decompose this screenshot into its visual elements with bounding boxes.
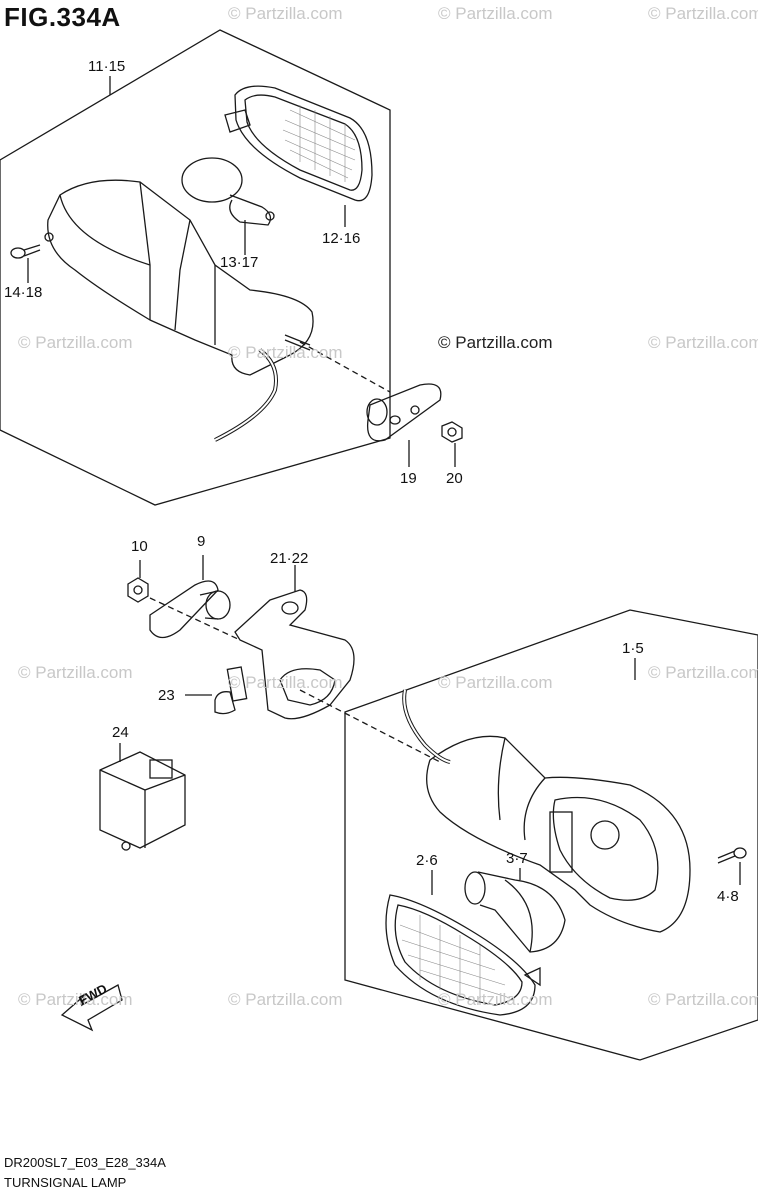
relay-24: [99, 751, 186, 851]
part-label-19[interactable]: 19: [400, 470, 417, 487]
part-label-3-7[interactable]: 3·7: [506, 850, 528, 867]
gasket-19: [366, 383, 442, 442]
fwd-arrow-shape: [60, 984, 123, 1032]
watermark: © Partzilla.com: [648, 663, 758, 682]
watermark: © Partzilla.com: [18, 333, 133, 352]
part-label-10[interactable]: 10: [131, 538, 148, 555]
part-label-13-17[interactable]: 13·17: [220, 254, 259, 271]
watermark: © Partzilla.com: [438, 4, 553, 23]
lower-assembly-box: [344, 609, 758, 1061]
part-label-21-22[interactable]: 21·22: [270, 550, 309, 567]
watermark: © Partzilla.com: [228, 4, 343, 23]
nut-10: [127, 577, 149, 603]
watermark-center: © Partzilla.com: [438, 333, 553, 352]
part-label-1-5[interactable]: 1·5: [622, 640, 644, 657]
part-label-14-18[interactable]: 14·18: [4, 284, 43, 301]
figure-title: FIG.334A: [4, 2, 121, 32]
lower-lens: [385, 894, 541, 1016]
upper-lens: [224, 85, 373, 202]
watermark: © Partzilla.com: [18, 663, 133, 682]
nut-20: [441, 421, 463, 443]
watermark: © Partzilla.com: [648, 333, 758, 352]
upper-bulb: [181, 157, 275, 226]
lower-housing: [426, 735, 691, 933]
watermark: © Partzilla.com: [228, 343, 343, 362]
bracket-21-22: [234, 589, 355, 720]
watermark: © Partzilla.com: [648, 4, 758, 23]
gasket-9: [149, 580, 231, 639]
watermark: © Partzilla.com: [228, 990, 343, 1009]
upper-housing: [44, 179, 314, 376]
watermark: © Partzilla.com: [438, 990, 553, 1009]
watermark: © Partzilla.com: [18, 990, 133, 1009]
part-label-24[interactable]: 24: [112, 724, 129, 741]
upper-assembly-box: [0, 29, 391, 506]
part-label-11-15[interactable]: 11·15: [88, 58, 126, 75]
lower-screw: [717, 847, 747, 864]
part-label-9[interactable]: 9: [197, 533, 206, 550]
figure-name: TURNSIGNAL LAMP: [4, 1175, 127, 1190]
bolt-23: [214, 666, 248, 715]
part-label-12-16[interactable]: 12·16: [322, 230, 361, 247]
lower-bulb: [464, 871, 566, 953]
watermark: © Partzilla.com: [648, 990, 758, 1009]
part-label-2-6[interactable]: 2·6: [416, 852, 438, 869]
upper-screw: [10, 244, 41, 259]
watermark: © Partzilla.com: [438, 673, 553, 692]
figure-code: DR200SL7_E03_E28_334A: [4, 1155, 166, 1170]
upper-wire: [214, 348, 278, 442]
part-label-4-8[interactable]: 4·8: [717, 888, 739, 905]
watermark: © Partzilla.com: [228, 673, 343, 692]
part-label-20[interactable]: 20: [446, 470, 463, 487]
part-label-23[interactable]: 23: [158, 687, 175, 704]
